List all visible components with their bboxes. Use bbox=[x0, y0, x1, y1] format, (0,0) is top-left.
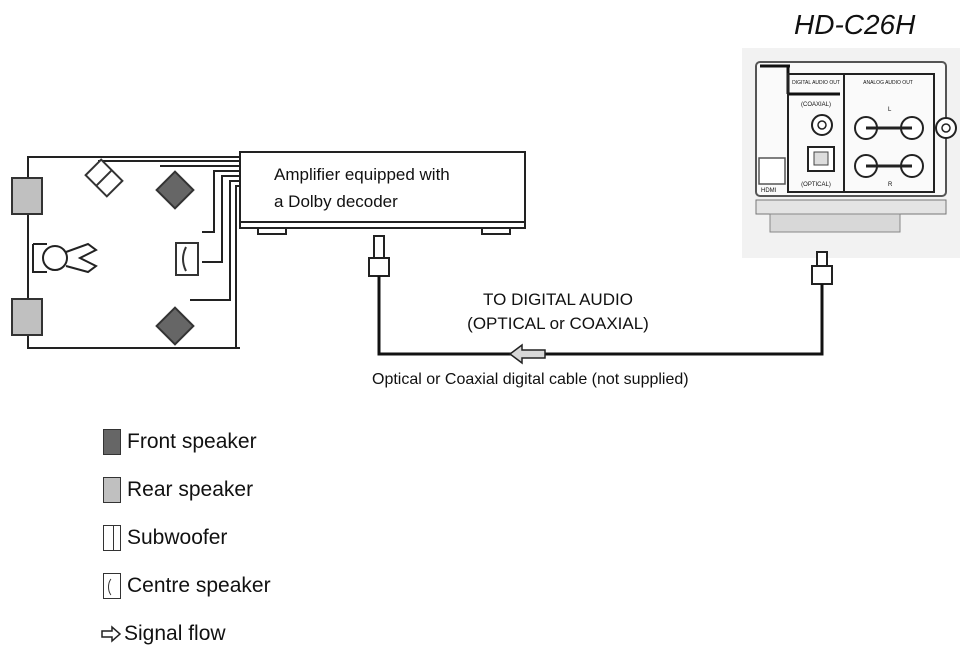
amplifier-label-line2: a Dolby decoder bbox=[274, 192, 398, 211]
analog-out-label: ANALOG AUDIO OUT bbox=[863, 80, 913, 86]
digital-out-label: DIGITAL AUDIO OUT bbox=[792, 80, 840, 86]
legend-label: Subwoofer bbox=[127, 526, 228, 549]
centre-speaker bbox=[175, 242, 199, 276]
legend-item-centre: Centre speaker bbox=[100, 562, 271, 610]
connection-title-line2: (OPTICAL or COAXIAL) bbox=[467, 314, 649, 333]
rear-speaker-right bbox=[11, 298, 43, 336]
left-label: L bbox=[888, 107, 892, 113]
optical-label: (OPTICAL) bbox=[801, 182, 831, 188]
legend: Front speaker Rear speaker Subwoofer Cen… bbox=[100, 418, 271, 658]
legend-item-front: Front speaker bbox=[100, 418, 271, 466]
subwoofer-speaker bbox=[84, 158, 124, 198]
subwoofer-swatch bbox=[103, 525, 121, 551]
front-speaker-swatch bbox=[103, 429, 121, 455]
rear-speaker-swatch bbox=[103, 477, 121, 503]
rear-speaker-left bbox=[11, 177, 43, 215]
legend-label: Rear speaker bbox=[127, 478, 254, 501]
connection-title-line1: TO DIGITAL AUDIO bbox=[483, 290, 633, 309]
legend-item-signal-flow: Signal flow bbox=[100, 610, 271, 658]
front-speaker-right bbox=[155, 306, 195, 346]
model-title: HD-C26H bbox=[794, 9, 916, 40]
amplifier-box bbox=[239, 151, 526, 235]
signal-flow-arrow-icon bbox=[508, 343, 546, 365]
coaxial-label: (COAXIAL) bbox=[801, 102, 831, 108]
legend-label: Signal flow bbox=[124, 622, 226, 645]
legend-label: Front speaker bbox=[127, 430, 257, 453]
speaker-room bbox=[27, 156, 240, 349]
amplifier-label-line1: Amplifier equipped with bbox=[274, 165, 450, 184]
device-back-panel: DIGITAL AUDIO OUT ANALOG AUDIO OUT (COAX… bbox=[742, 48, 960, 258]
centre-speaker-swatch bbox=[103, 573, 121, 599]
front-speaker-left bbox=[155, 170, 195, 210]
legend-item-subwoofer: Subwoofer bbox=[100, 514, 271, 562]
connection-diagram: HD-C26H DIGITAL AUDIO OUT ANALOG AUDIO O… bbox=[11, 9, 960, 388]
right-label: R bbox=[888, 182, 893, 188]
hdmi-label: HDMI bbox=[761, 188, 777, 194]
coaxial-jack bbox=[811, 114, 833, 136]
legend-item-rear: Rear speaker bbox=[100, 466, 271, 514]
digital-cable bbox=[368, 235, 833, 365]
legend-label: Centre speaker bbox=[127, 574, 271, 597]
listener-icon bbox=[32, 242, 98, 274]
cable-label: Optical or Coaxial digital cable (not su… bbox=[372, 371, 689, 388]
signal-flow-legend-icon bbox=[101, 625, 122, 643]
